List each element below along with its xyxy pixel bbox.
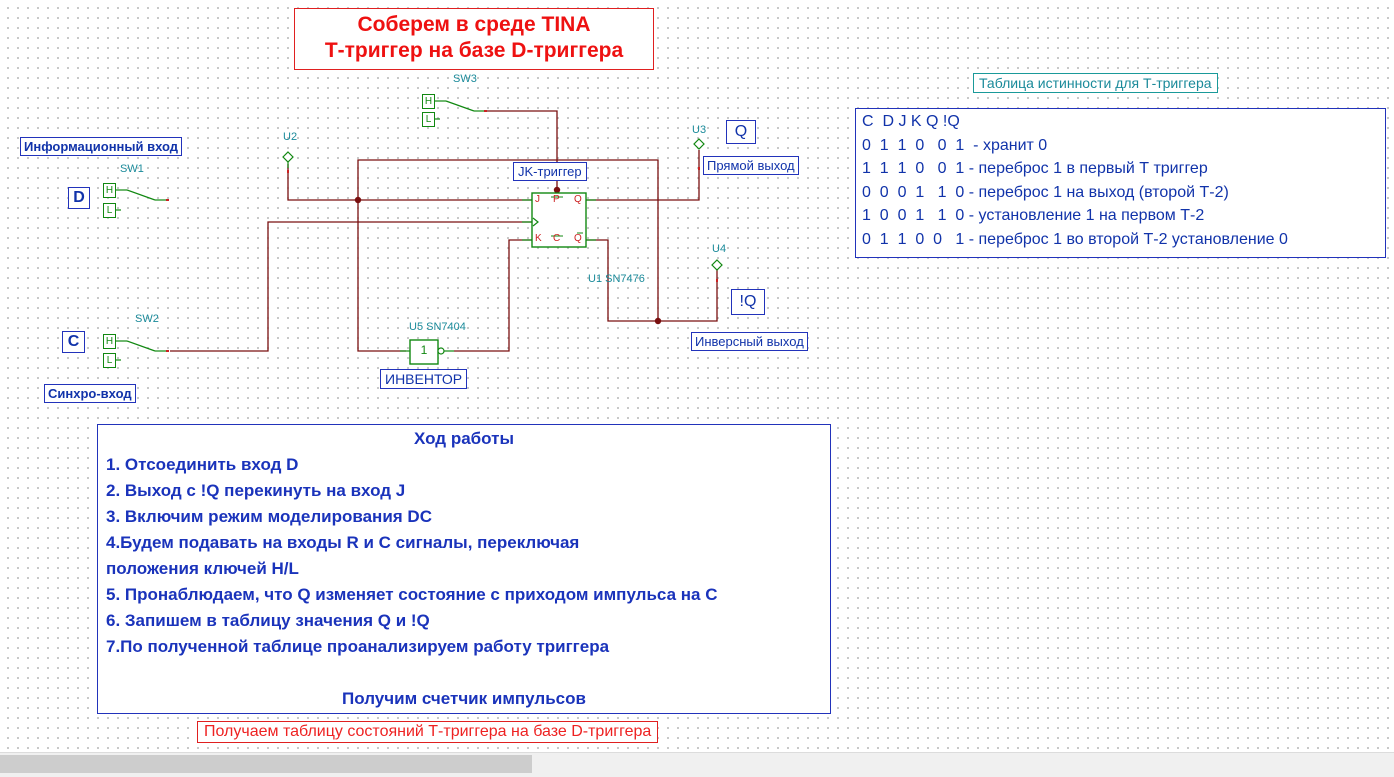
wire-u2 (287, 164, 532, 201)
u5-designator: U5 SN7404 (409, 321, 466, 333)
wire-to-inverter (357, 200, 406, 352)
info-input-label: Информационный вход (20, 137, 183, 156)
inverter-label: ИНВЕНТОР (380, 369, 468, 389)
procedure-step: 3. Включим режим моделирования DC (106, 507, 432, 526)
title-line1: Соберем в среде TINA (357, 13, 591, 36)
truth-table-row: 0 0 0 1 1 0 - переброс 1 на выход (второ… (862, 183, 1229, 201)
u2-designator: U2 (283, 131, 298, 143)
procedure-step: 6. Запишем в таблицу значения Q и !Q (106, 611, 430, 630)
jk-flipflop-icon (522, 192, 596, 248)
voltage-probe-icon (693, 138, 705, 150)
truth-table-row: 0 1 1 0 0 1 - хранит 0 (862, 136, 1048, 154)
sw1-low-box[interactable]: L (103, 203, 116, 218)
wire-nq-out (586, 239, 718, 322)
nq-output-box: !Q (731, 289, 765, 315)
procedure-step: 1. Отсоединить вход D (106, 455, 299, 474)
direct-output-label: Прямой выход (703, 156, 799, 175)
q-output-box: Q (726, 120, 756, 144)
truth-table-row: 1 1 1 0 0 1 - переброс 1 в первый Т триг… (862, 160, 1208, 177)
c-input-box: C (62, 331, 85, 353)
truth-table: C D J K Q !Q 0 1 1 0 0 1 - хранит 0 1 1 … (855, 108, 1386, 258)
sw1-designator: SW1 (120, 163, 144, 175)
jk-trigger-label: JK-триггер (513, 162, 587, 181)
wire-sw3 (487, 110, 558, 196)
procedure-step: 7.По полученной таблице проанализируем р… (106, 637, 610, 656)
inverter-gate-icon (400, 339, 454, 365)
ff-pin-j: J (535, 194, 540, 205)
scrollbar-thumb[interactable] (0, 755, 532, 773)
sw3-low-box[interactable]: L (422, 112, 435, 127)
sw1-high-box[interactable]: H (103, 183, 116, 198)
ff-pin-p: P (553, 194, 560, 205)
truth-table-row: 0 1 1 0 0 1 - переброс 1 во второй Т-2 у… (862, 230, 1288, 248)
ff-pin-q: Q (574, 194, 582, 205)
truth-table-title: Таблица истинности для Т-триггера (973, 73, 1218, 93)
procedure-box: Ход работы 1. Отсоединить вход D 2. Выхо… (97, 424, 831, 714)
procedure-step: 2. Выход с !Q перекинуть на вход J (106, 481, 406, 500)
sw3-designator: SW3 (453, 73, 477, 85)
inverter-symbol: 1 (420, 343, 428, 357)
wire-loop-top (357, 159, 659, 321)
wire-inverter-out (454, 239, 532, 352)
wire-sw2 (170, 221, 532, 352)
circuit-schematic (115, 100, 723, 365)
truth-table-row: 1 0 0 1 1 0 - установление 1 на первом Т… (862, 207, 1205, 224)
wire-q-out (586, 150, 700, 201)
procedure-step: 4.Будем подавать на входы R и C сигналы,… (106, 533, 580, 552)
title-line2: Т-триггер на базе D-триггера (324, 39, 624, 62)
junction-dot (553, 186, 561, 194)
footer-note: Получаем таблицу состояний Т-триггера на… (197, 721, 659, 743)
d-input-box: D (68, 187, 90, 209)
sw2-high-box[interactable]: H (103, 334, 116, 349)
junction-dot (654, 317, 662, 325)
u4-designator: U4 (712, 243, 727, 255)
procedure-title: Ход работы (414, 429, 514, 448)
sw2-low-box[interactable]: L (103, 353, 116, 368)
sw3-high-box[interactable]: H (422, 94, 435, 109)
sync-input-label: Синхро-вход (44, 384, 136, 403)
ff-pin-c: C (553, 233, 561, 244)
sw2-designator: SW2 (135, 313, 159, 325)
procedure-step: положения ключей H/L (106, 559, 299, 578)
ff-pin-k: K (535, 233, 542, 244)
junction-dot (354, 196, 362, 204)
truth-table-header: C D J K Q !Q (862, 113, 960, 130)
inverse-output-label: Инверсный выход (691, 332, 808, 351)
procedure-conclusion: Получим счетчик импульсов (342, 689, 586, 708)
procedure-step: 5. Пронаблюдаем, что Q изменяет состояни… (106, 585, 718, 604)
u3-designator: U3 (692, 124, 707, 136)
voltage-probe-icon (711, 259, 723, 271)
u1-designator: U1 SN7476 (588, 273, 645, 285)
ff-pin-nq: Q (574, 233, 582, 244)
voltage-probe-icon (282, 151, 294, 163)
title-box: Соберем в среде TINA Т-триггер на базе D… (294, 8, 654, 70)
